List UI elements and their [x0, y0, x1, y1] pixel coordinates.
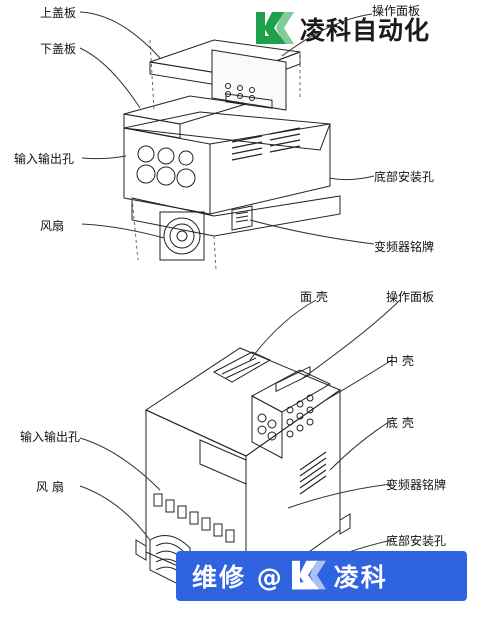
label-nameplate-bottom: 变频器铭牌: [386, 478, 447, 492]
label-bottom-mount-holes-top: 底部安装孔: [374, 170, 435, 184]
label-base-shell: 底 壳: [386, 416, 414, 430]
label-fan-bottom: 风 扇: [36, 480, 64, 494]
fan-shape: [159, 211, 205, 261]
io-slots-shape: [153, 493, 235, 543]
lk-logo-icon: [256, 12, 294, 44]
label-upper-cover: 上盖板: [40, 6, 77, 20]
nameplate-shape: [231, 205, 253, 231]
io-holes-shape: [136, 145, 196, 188]
label-fan-top: 风扇: [40, 219, 65, 233]
label-operation-panel-top: 操作面板: [372, 4, 421, 18]
label-bottom-mount-holes-bottom: 底部安装孔: [386, 534, 447, 548]
brand-watermark-banner: 维修 @ 凌科: [176, 551, 467, 601]
label-lower-cover: 下盖板: [40, 42, 77, 56]
banner-suffix: 凌科: [333, 563, 388, 592]
label-middle-shell: 中 壳: [386, 354, 414, 368]
lk-logo-white-icon: [291, 560, 326, 590]
face-shell-window: [212, 351, 272, 383]
label-io-holes-top: 输入输出孔: [14, 152, 75, 166]
base-plate-shape: [131, 195, 341, 237]
label-nameplate-top: 变频器铭牌: [374, 240, 435, 254]
label-face-shell: 面 壳: [300, 290, 328, 304]
banner-prefix: 维修 @: [192, 563, 284, 592]
label-io-holes-bottom: 输入输出孔: [20, 430, 81, 444]
label-operation-panel-bottom: 操作面板: [386, 290, 435, 304]
side-face-shape: [209, 123, 331, 215]
front-face-shape: [123, 127, 211, 215]
